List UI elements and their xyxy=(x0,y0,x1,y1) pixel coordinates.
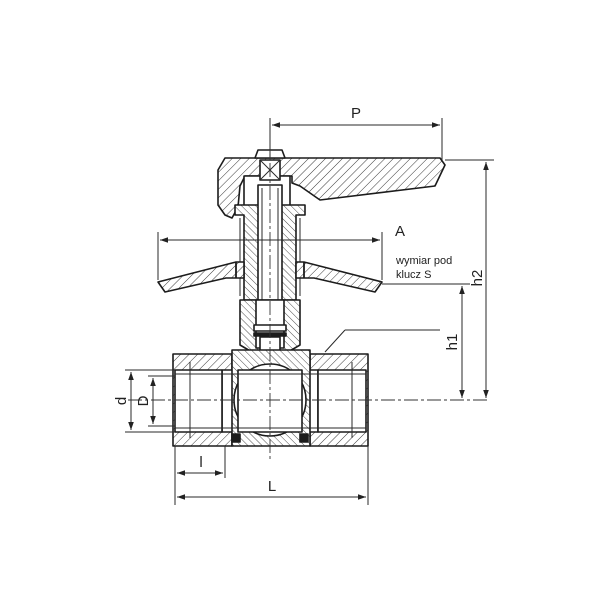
note-line1: wymiar pod xyxy=(395,255,452,267)
valve-body xyxy=(172,349,369,447)
leader-body xyxy=(324,329,346,353)
dimension-h1: h1 xyxy=(382,283,470,398)
dimension-l-small: l xyxy=(174,446,226,505)
label-h1: h1 xyxy=(444,334,461,351)
dimension-h2: h2 xyxy=(445,159,494,398)
dimension-l-total: L xyxy=(177,446,369,505)
label-a: A xyxy=(395,223,405,240)
dimension-p: P xyxy=(269,105,443,160)
label-p: P xyxy=(351,105,361,122)
label-big-d: D xyxy=(135,395,152,406)
label-l: l xyxy=(199,454,202,471)
label-big-l: L xyxy=(268,478,276,495)
dimension-d-outer: d xyxy=(113,369,175,433)
label-d: d xyxy=(113,397,130,405)
wrench-note: wymiar pod klucz S xyxy=(390,255,462,285)
dimension-a: A xyxy=(157,223,405,280)
spanner-wing xyxy=(157,261,383,293)
note-line2: klucz S xyxy=(396,269,431,281)
label-h2: h2 xyxy=(469,270,486,287)
dimension-d-inner: D xyxy=(135,375,175,427)
